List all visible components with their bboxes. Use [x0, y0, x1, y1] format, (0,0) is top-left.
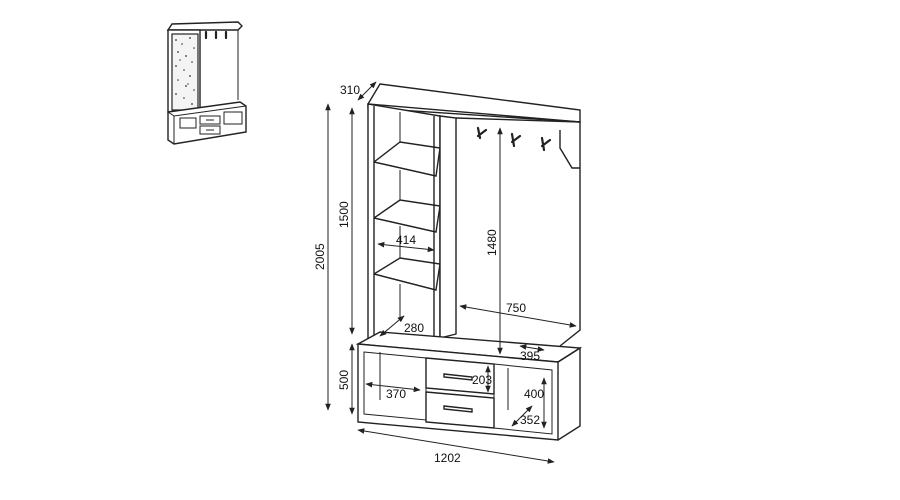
- dim-hanger-width-label: 750: [506, 301, 526, 315]
- thumbnail-preview: [166, 21, 247, 145]
- hallway-unit-main: [355, 83, 583, 441]
- dimension-labels: 310 2005 1500 500 1480 414 280 750 395 3…: [313, 83, 544, 465]
- back-panel: [455, 117, 581, 347]
- dim-hanger-height-label: 1480: [485, 229, 499, 256]
- drawer-handle-icon: [443, 405, 473, 413]
- dim-upper-height-label: 1500: [337, 201, 351, 228]
- dim-total-width-label: 1202: [434, 451, 461, 465]
- dim-shelf-width-label: 414: [396, 233, 416, 247]
- dim-drawer-height-label: 203: [472, 373, 492, 387]
- bench-base: [355, 331, 583, 441]
- dim-left-niche-width-label: 370: [386, 387, 406, 401]
- divider-panel: [439, 115, 457, 339]
- dim-total-height-label: 2005: [313, 243, 327, 270]
- dim-bench-height-label: 500: [337, 370, 351, 390]
- thumb-hooks: [204, 30, 228, 40]
- door-pattern: [175, 37, 195, 105]
- dim-right-niche-height-label: 400: [524, 387, 544, 401]
- dimension-lines: [325, 81, 577, 464]
- coat-hook-icon: [476, 126, 488, 140]
- coat-hook-icon: [510, 132, 522, 148]
- dim-right-niche-width-label: 352: [520, 413, 540, 427]
- dim-bench-depth-label: 395: [520, 349, 540, 363]
- left-shelf-cabinet: [367, 103, 441, 341]
- coat-hooks: [476, 126, 552, 152]
- drawer-handle-icon: [443, 373, 473, 381]
- dim-shelf-depth-label: 280: [404, 321, 424, 335]
- coat-hook-icon: [540, 136, 552, 152]
- dim-depth-label: 310: [340, 83, 360, 97]
